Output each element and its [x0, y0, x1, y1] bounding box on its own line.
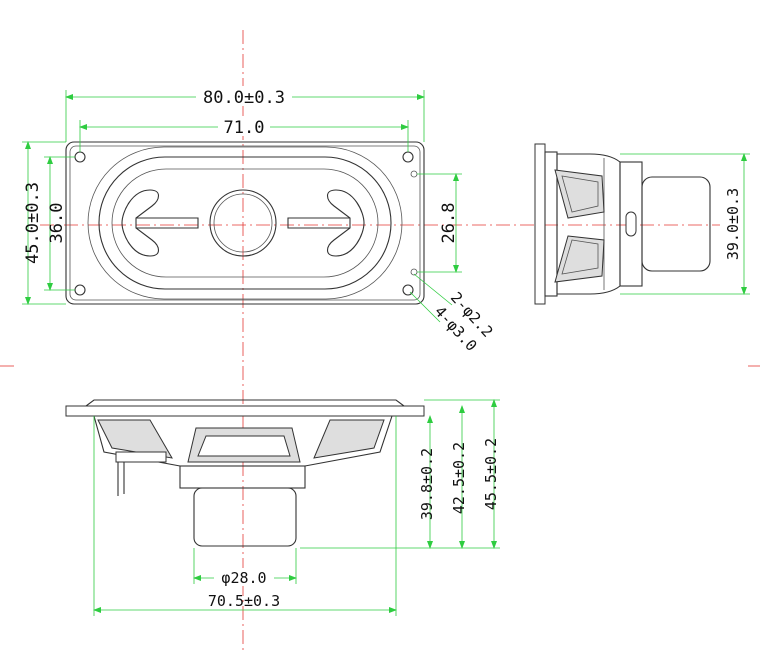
dim-frame-width: 70.5±0.3 [208, 592, 280, 610]
mount-hole-icon [402, 151, 414, 163]
mount-hole-icon [74, 151, 86, 163]
dim-overall-width: 80.0±0.3 [203, 88, 285, 108]
center-lines [0, 30, 760, 650]
terminal-hole-icon [410, 170, 418, 178]
bottom-view [65, 399, 425, 547]
dim-magnet-diameter: φ28.0 [221, 569, 266, 587]
side-view [534, 143, 711, 305]
mount-hole-icon [74, 284, 86, 296]
bottom-dimensions [93, 399, 500, 616]
dim-height-1: 39.8±0.2 [418, 448, 436, 520]
dim-height-3: 45.5±0.2 [482, 438, 500, 510]
dim-terminal-spacing: 26.8 [439, 203, 459, 244]
front-view [65, 141, 425, 305]
dim-height-2: 42.5±0.2 [450, 442, 468, 514]
dim-overall-height: 45.0±0.3 [23, 182, 43, 264]
dim-side-height: 39.0±0.3 [724, 188, 742, 260]
dim-hole-spacing-y: 36.0 [47, 203, 67, 244]
front-dimensions [22, 90, 462, 323]
mount-hole-icon [402, 284, 414, 296]
dim-hole-spacing-x: 71.0 [224, 118, 265, 138]
dust-cap [209, 189, 277, 257]
side-dimensions [620, 153, 750, 295]
